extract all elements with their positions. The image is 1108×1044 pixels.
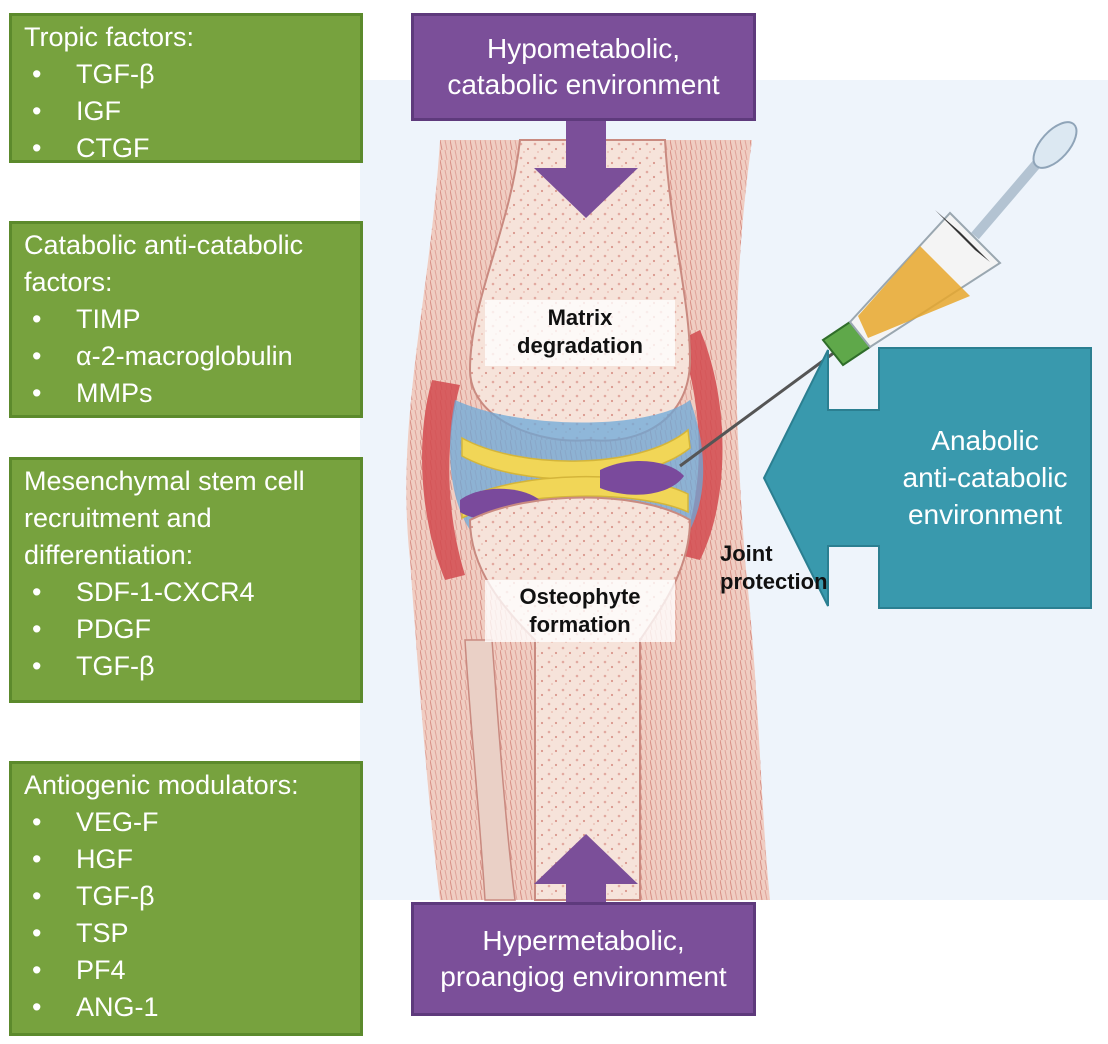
- list-item: VEG-F: [24, 804, 348, 841]
- osteophyte-label-background: [485, 580, 675, 642]
- antiogenic-title: Antiogenic modulators:: [24, 770, 299, 800]
- right-arrow: [762, 347, 1092, 609]
- list-item: SDF-1-CXCR4: [24, 574, 348, 611]
- top-environment-line2: catabolic environment: [447, 69, 720, 100]
- list-item: HGF: [24, 841, 348, 878]
- catabolic-factors-box: Catabolic anti-catabolic factors: TIMP α…: [9, 221, 363, 418]
- top-environment-box: Hypometabolic, catabolic environment: [411, 13, 756, 121]
- list-item: TGF-β: [24, 648, 348, 685]
- right-environment-line3: environment: [907, 499, 1063, 530]
- antiogenic-box: Antiogenic modulators: VEG-F HGF TGF-β T…: [9, 761, 363, 1036]
- matrix-line1: Matrix: [547, 305, 613, 330]
- matrix-line2: degradation: [517, 333, 643, 358]
- catabolic-factors-title: Catabolic anti-catabolic factors:: [24, 230, 304, 297]
- joint-protection-label: Joint protection: [700, 540, 868, 596]
- mesenchymal-list: SDF-1-CXCR4 PDGF TGF-β: [24, 574, 348, 685]
- osteophyte-formation-label: Osteophyte formation: [485, 583, 675, 639]
- top-arrow: [534, 118, 638, 218]
- bottom-environment-line2: proangiog environment: [440, 961, 727, 992]
- list-item: TSP: [24, 915, 348, 952]
- list-item: CTGF: [24, 130, 348, 167]
- top-environment-line1: Hypometabolic,: [487, 33, 680, 64]
- tropic-factors-title: Tropic factors:: [24, 22, 195, 52]
- tropic-factors-list: TGF-β IGF CTGF: [24, 56, 348, 167]
- mesenchymal-box: Mesenchymal stem cell recruitment and di…: [9, 457, 363, 703]
- list-item: TGF-β: [24, 878, 348, 915]
- list-item: MMPs: [24, 375, 348, 412]
- list-item: α-2-macroglobulin: [24, 338, 348, 375]
- list-item: PF4: [24, 952, 348, 989]
- antiogenic-list: VEG-F HGF TGF-β TSP PF4 ANG-1: [24, 804, 348, 1026]
- fibula: [464, 639, 516, 901]
- catabolic-factors-list: TIMP α-2-macroglobulin MMPs: [24, 301, 348, 412]
- bottom-environment-line1: Hypermetabolic,: [482, 925, 685, 956]
- left-ligament: [422, 380, 465, 580]
- list-item: TIMP: [24, 301, 348, 338]
- right-environment-line1: Anabolic: [931, 425, 1039, 456]
- matrix-degradation-label: Matrix degradation: [485, 304, 675, 360]
- list-item: IGF: [24, 93, 348, 130]
- bottom-arrow: [534, 834, 638, 902]
- osteophyte-line1: Osteophyte: [519, 584, 641, 609]
- list-item: ANG-1: [24, 989, 348, 1026]
- syringe-icon: [679, 121, 1078, 468]
- joint-line1: Joint: [720, 541, 773, 566]
- list-item: PDGF: [24, 611, 348, 648]
- list-item: TGF-β: [24, 56, 348, 93]
- tropic-factors-box: Tropic factors: TGF-β IGF CTGF: [9, 13, 363, 167]
- joint-line2: protection: [720, 569, 828, 594]
- matrix-label-background: [485, 300, 675, 366]
- osteophyte-line2: formation: [529, 612, 631, 637]
- right-environment-label: Anabolic anti-catabolic environment: [879, 422, 1091, 533]
- bottom-environment-box: Hypermetabolic, proangiog environment: [411, 902, 756, 1016]
- right-environment-line2: anti-catabolic: [902, 462, 1068, 493]
- meniscus-right: [600, 461, 684, 495]
- mesenchymal-title: Mesenchymal stem cell recruitment and di…: [24, 466, 305, 570]
